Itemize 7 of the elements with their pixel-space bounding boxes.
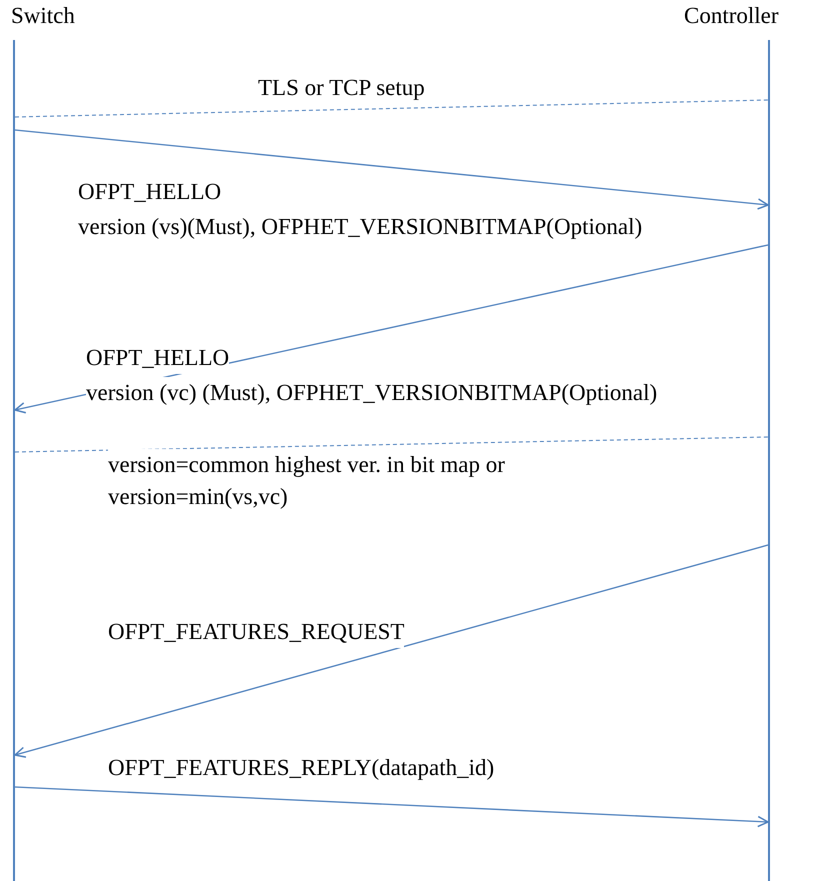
dashed-line — [14, 436, 768, 452]
message-arrow — [14, 786, 769, 828]
dashed-line — [14, 100, 768, 118]
participant-label: Controller — [684, 2, 779, 30]
message-arrow — [14, 129, 769, 210]
message-arrow — [14, 544, 768, 758]
participant-label: Switch — [11, 2, 75, 30]
